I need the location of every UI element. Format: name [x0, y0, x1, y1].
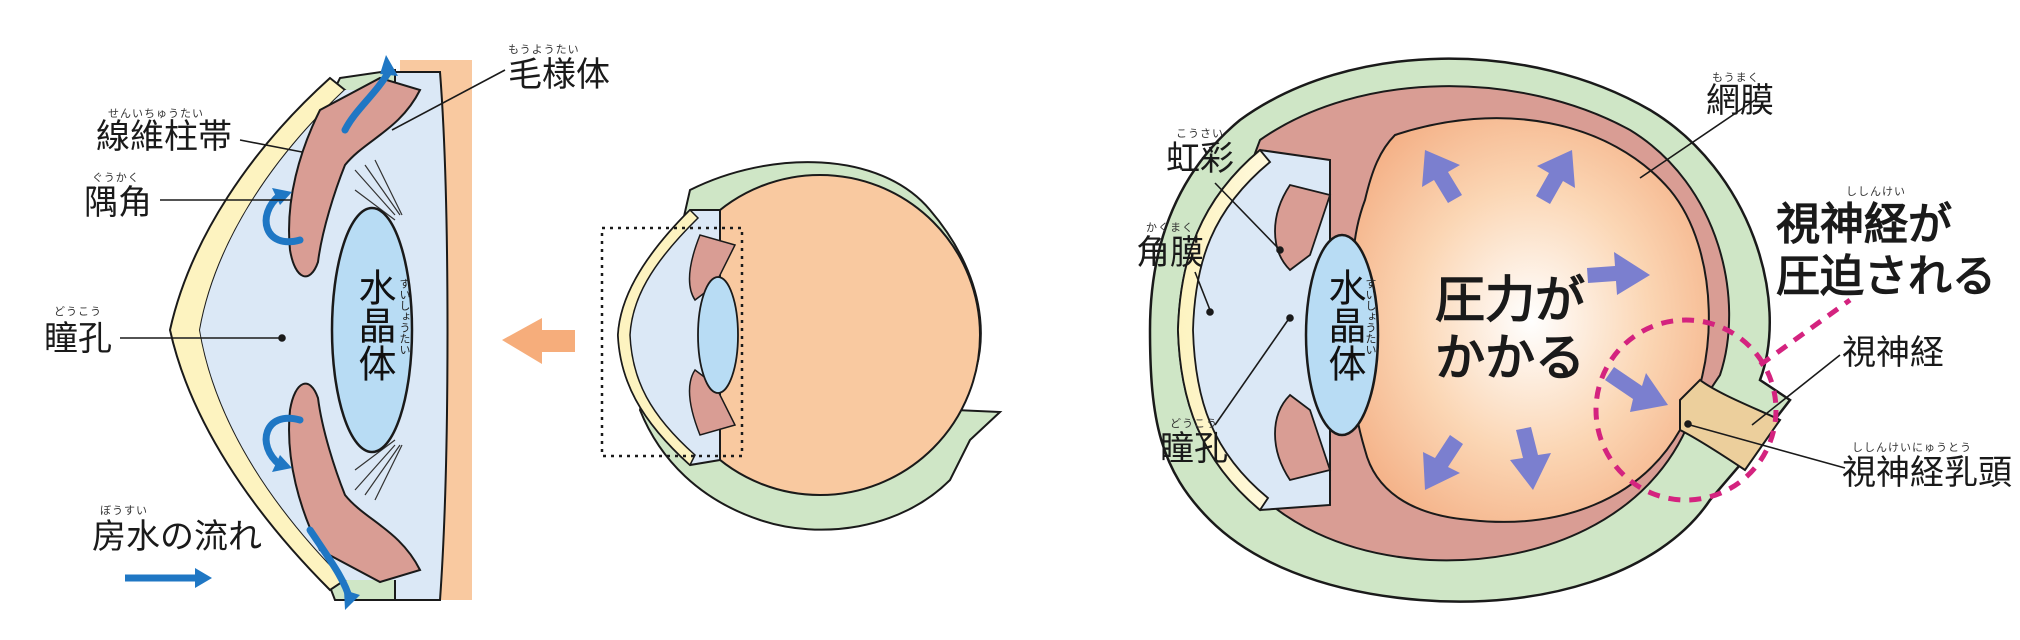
- compression-callout-line: [1758, 297, 1852, 368]
- optic-nerve: [1679, 378, 1782, 472]
- left-panel: [120, 55, 506, 610]
- pressure-arrows: [1422, 150, 1668, 490]
- lower-iris: [288, 382, 422, 584]
- pressure-line2: かかる: [1435, 329, 1585, 387]
- retina-label: 網膜: [1706, 81, 1774, 121]
- cornea-ruby: かくまく: [1146, 221, 1194, 234]
- pupil-ruby-right: どうこう: [1170, 417, 1218, 430]
- pressure-arrow-icon: [1423, 435, 1463, 490]
- lower-iris: [1274, 393, 1332, 482]
- angle-label: 隅角: [84, 183, 152, 223]
- optic-disc-label: 視神経乳頭: [1842, 453, 2012, 493]
- cornea: [1177, 148, 1272, 512]
- lens-ruby-left: すいしょうたい: [398, 278, 411, 355]
- angle-ruby: ぐうかく: [92, 171, 140, 184]
- zonule-label: 線維柱帯: [96, 117, 232, 157]
- upper-iris: [1274, 183, 1332, 272]
- lens-label-left: 水晶体: [352, 268, 396, 382]
- compression-highlight-circle: [1593, 317, 1779, 503]
- aqueous-ruby: ぼうすい: [100, 504, 148, 517]
- anterior-vitreous: [394, 71, 449, 601]
- optic-disc-ruby: ししんけいにゅうとう: [1852, 441, 1972, 454]
- ciliary-body-ruby: もうようたい: [508, 43, 580, 56]
- aqueous-flow-label: 房水の流れ: [92, 517, 262, 557]
- ciliary-body-label: 毛様体: [508, 55, 610, 95]
- flow-arrowheads: [272, 55, 398, 610]
- pupil-label-left: 瞳孔: [44, 319, 112, 359]
- lens: [1304, 233, 1380, 437]
- pointer-arrow-icon: [502, 318, 575, 364]
- pressure-arrow-icon: [1605, 367, 1668, 412]
- zonule-ruby: せんいちゅうたい: [108, 107, 204, 120]
- right-panel: [1148, 57, 1852, 603]
- flow-arrow-icon: [262, 191, 304, 246]
- iris-ruby: こうさい: [1176, 127, 1224, 140]
- cornea-label: 角膜: [1136, 233, 1204, 273]
- anterior-chamber: [200, 90, 400, 580]
- lens: [330, 206, 414, 454]
- left-leader-lines: [120, 69, 506, 342]
- pressure-arrow-icon: [1510, 427, 1551, 490]
- pupil-label-right: 瞳孔: [1160, 429, 1228, 469]
- iris-label: 虹彩: [1166, 139, 1234, 179]
- pressure-arrow-icon: [1536, 150, 1575, 204]
- flow-arrow-icon: [341, 66, 394, 134]
- pressure-line1: 圧力が: [1435, 271, 1585, 329]
- retina-ruby: もうまく: [1712, 71, 1760, 84]
- flow-legend-arrowhead: [195, 568, 212, 588]
- mini-cornea: [617, 208, 700, 467]
- compressed-line2: 圧迫される: [1776, 251, 1996, 302]
- compressed-ruby: ししんけい: [1846, 185, 1906, 198]
- compressed-line1: 視神経が: [1776, 199, 1952, 250]
- lens-ruby-right: すいしょうたい: [1364, 278, 1377, 355]
- middle-eye: [600, 161, 1003, 531]
- upper-iris: [288, 76, 422, 278]
- flow-arrow-icon: [262, 414, 304, 469]
- mini-lens: [697, 276, 739, 394]
- right-leader-lines: [1194, 99, 1846, 469]
- lens-label-right: 水晶体: [1322, 268, 1366, 382]
- zonule-fibers: [354, 159, 403, 501]
- pupil-ruby-left: どうこう: [54, 305, 102, 318]
- pressure-arrow-icon: [1587, 252, 1650, 295]
- pressure-arrow-icon: [1422, 150, 1462, 203]
- optic-nerve-label: 視神経: [1842, 333, 1944, 373]
